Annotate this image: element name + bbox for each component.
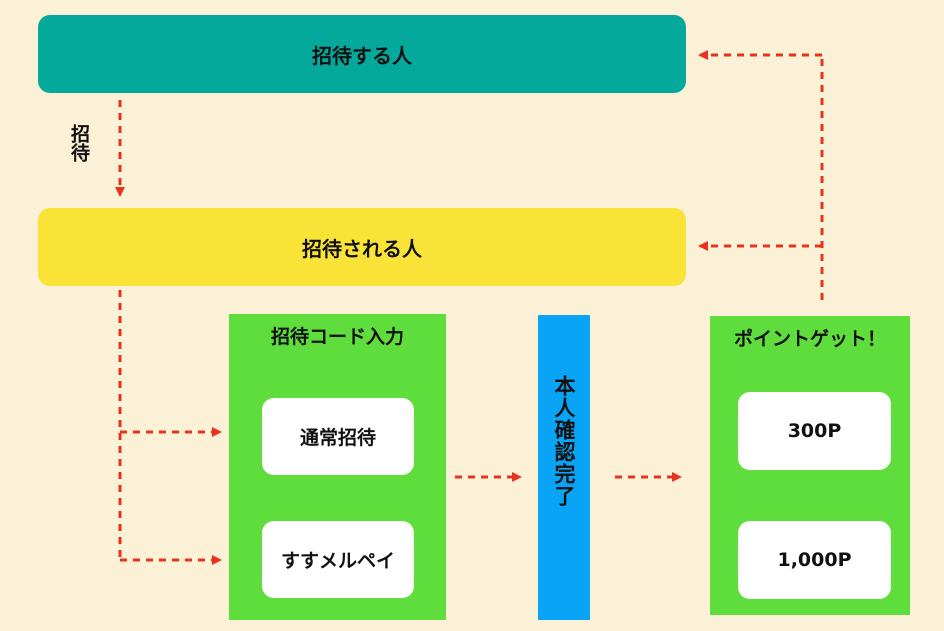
invitee-label: 招待される人: [302, 236, 422, 261]
susumerpay-card: すすメルペイ: [262, 521, 414, 598]
invite-code-title: 招待コード入力: [270, 326, 404, 348]
normal-invite-label: 通常招待: [299, 427, 376, 449]
points-300-label: 300P: [787, 420, 842, 442]
normal-invite-card: 通常招待: [262, 398, 414, 475]
points-300-card: 300P: [738, 392, 891, 470]
inviter-label: 招待する人: [312, 43, 412, 68]
inviter-box: 招待する人: [38, 15, 686, 93]
susumerpay-label: すすメルペイ: [280, 550, 395, 572]
invite-arrow-label: 招待: [68, 124, 90, 162]
invite-code-panel: 招待コード入力 通常招待 すすメルペイ: [229, 314, 446, 620]
invitee-box: 招待される人: [38, 208, 686, 286]
point-get-title: ポイントゲット！: [733, 328, 886, 350]
points-1000-label: 1,000P: [777, 549, 852, 571]
identity-verified-box: 本人確認完了: [538, 315, 590, 620]
point-get-panel: ポイントゲット！ 300P 1,000P: [710, 316, 910, 615]
identity-verified-label: 本人確認完了: [552, 375, 576, 507]
points-1000-card: 1,000P: [738, 521, 891, 599]
